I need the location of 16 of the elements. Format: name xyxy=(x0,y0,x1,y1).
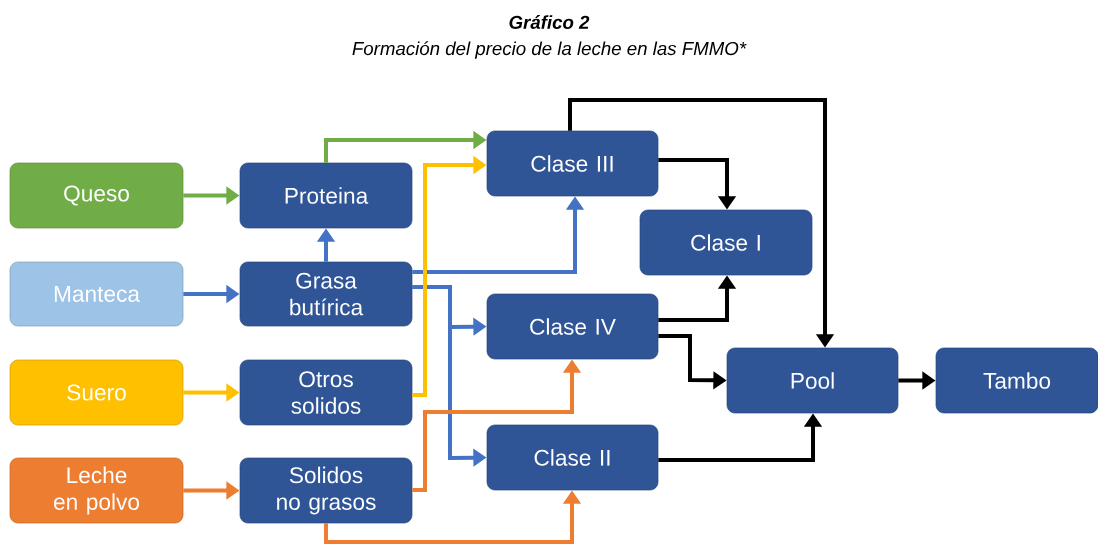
process-box: Otros solidos xyxy=(239,359,413,426)
process-box: Proteina xyxy=(239,162,413,229)
process-box: Clase III xyxy=(486,130,659,197)
process-box: Pool xyxy=(726,347,899,414)
input-box: Manteca xyxy=(9,261,184,327)
input-box: Queso xyxy=(9,162,184,229)
process-box: Clase IV xyxy=(486,293,659,360)
process-box: Tambo xyxy=(935,347,1098,414)
caption: Formación del precio de la leche en las FMMO* xyxy=(352,41,747,59)
title: Gráfico 2 xyxy=(509,15,590,29)
input-box: Suero xyxy=(9,359,184,426)
process-box: Solidos no grasos xyxy=(239,457,413,524)
process-box: Clase II xyxy=(486,424,659,491)
process-box: Clase I xyxy=(639,209,813,276)
input-box: Leche en polvo xyxy=(9,457,184,524)
process-box: Grasa butírica xyxy=(239,261,413,327)
